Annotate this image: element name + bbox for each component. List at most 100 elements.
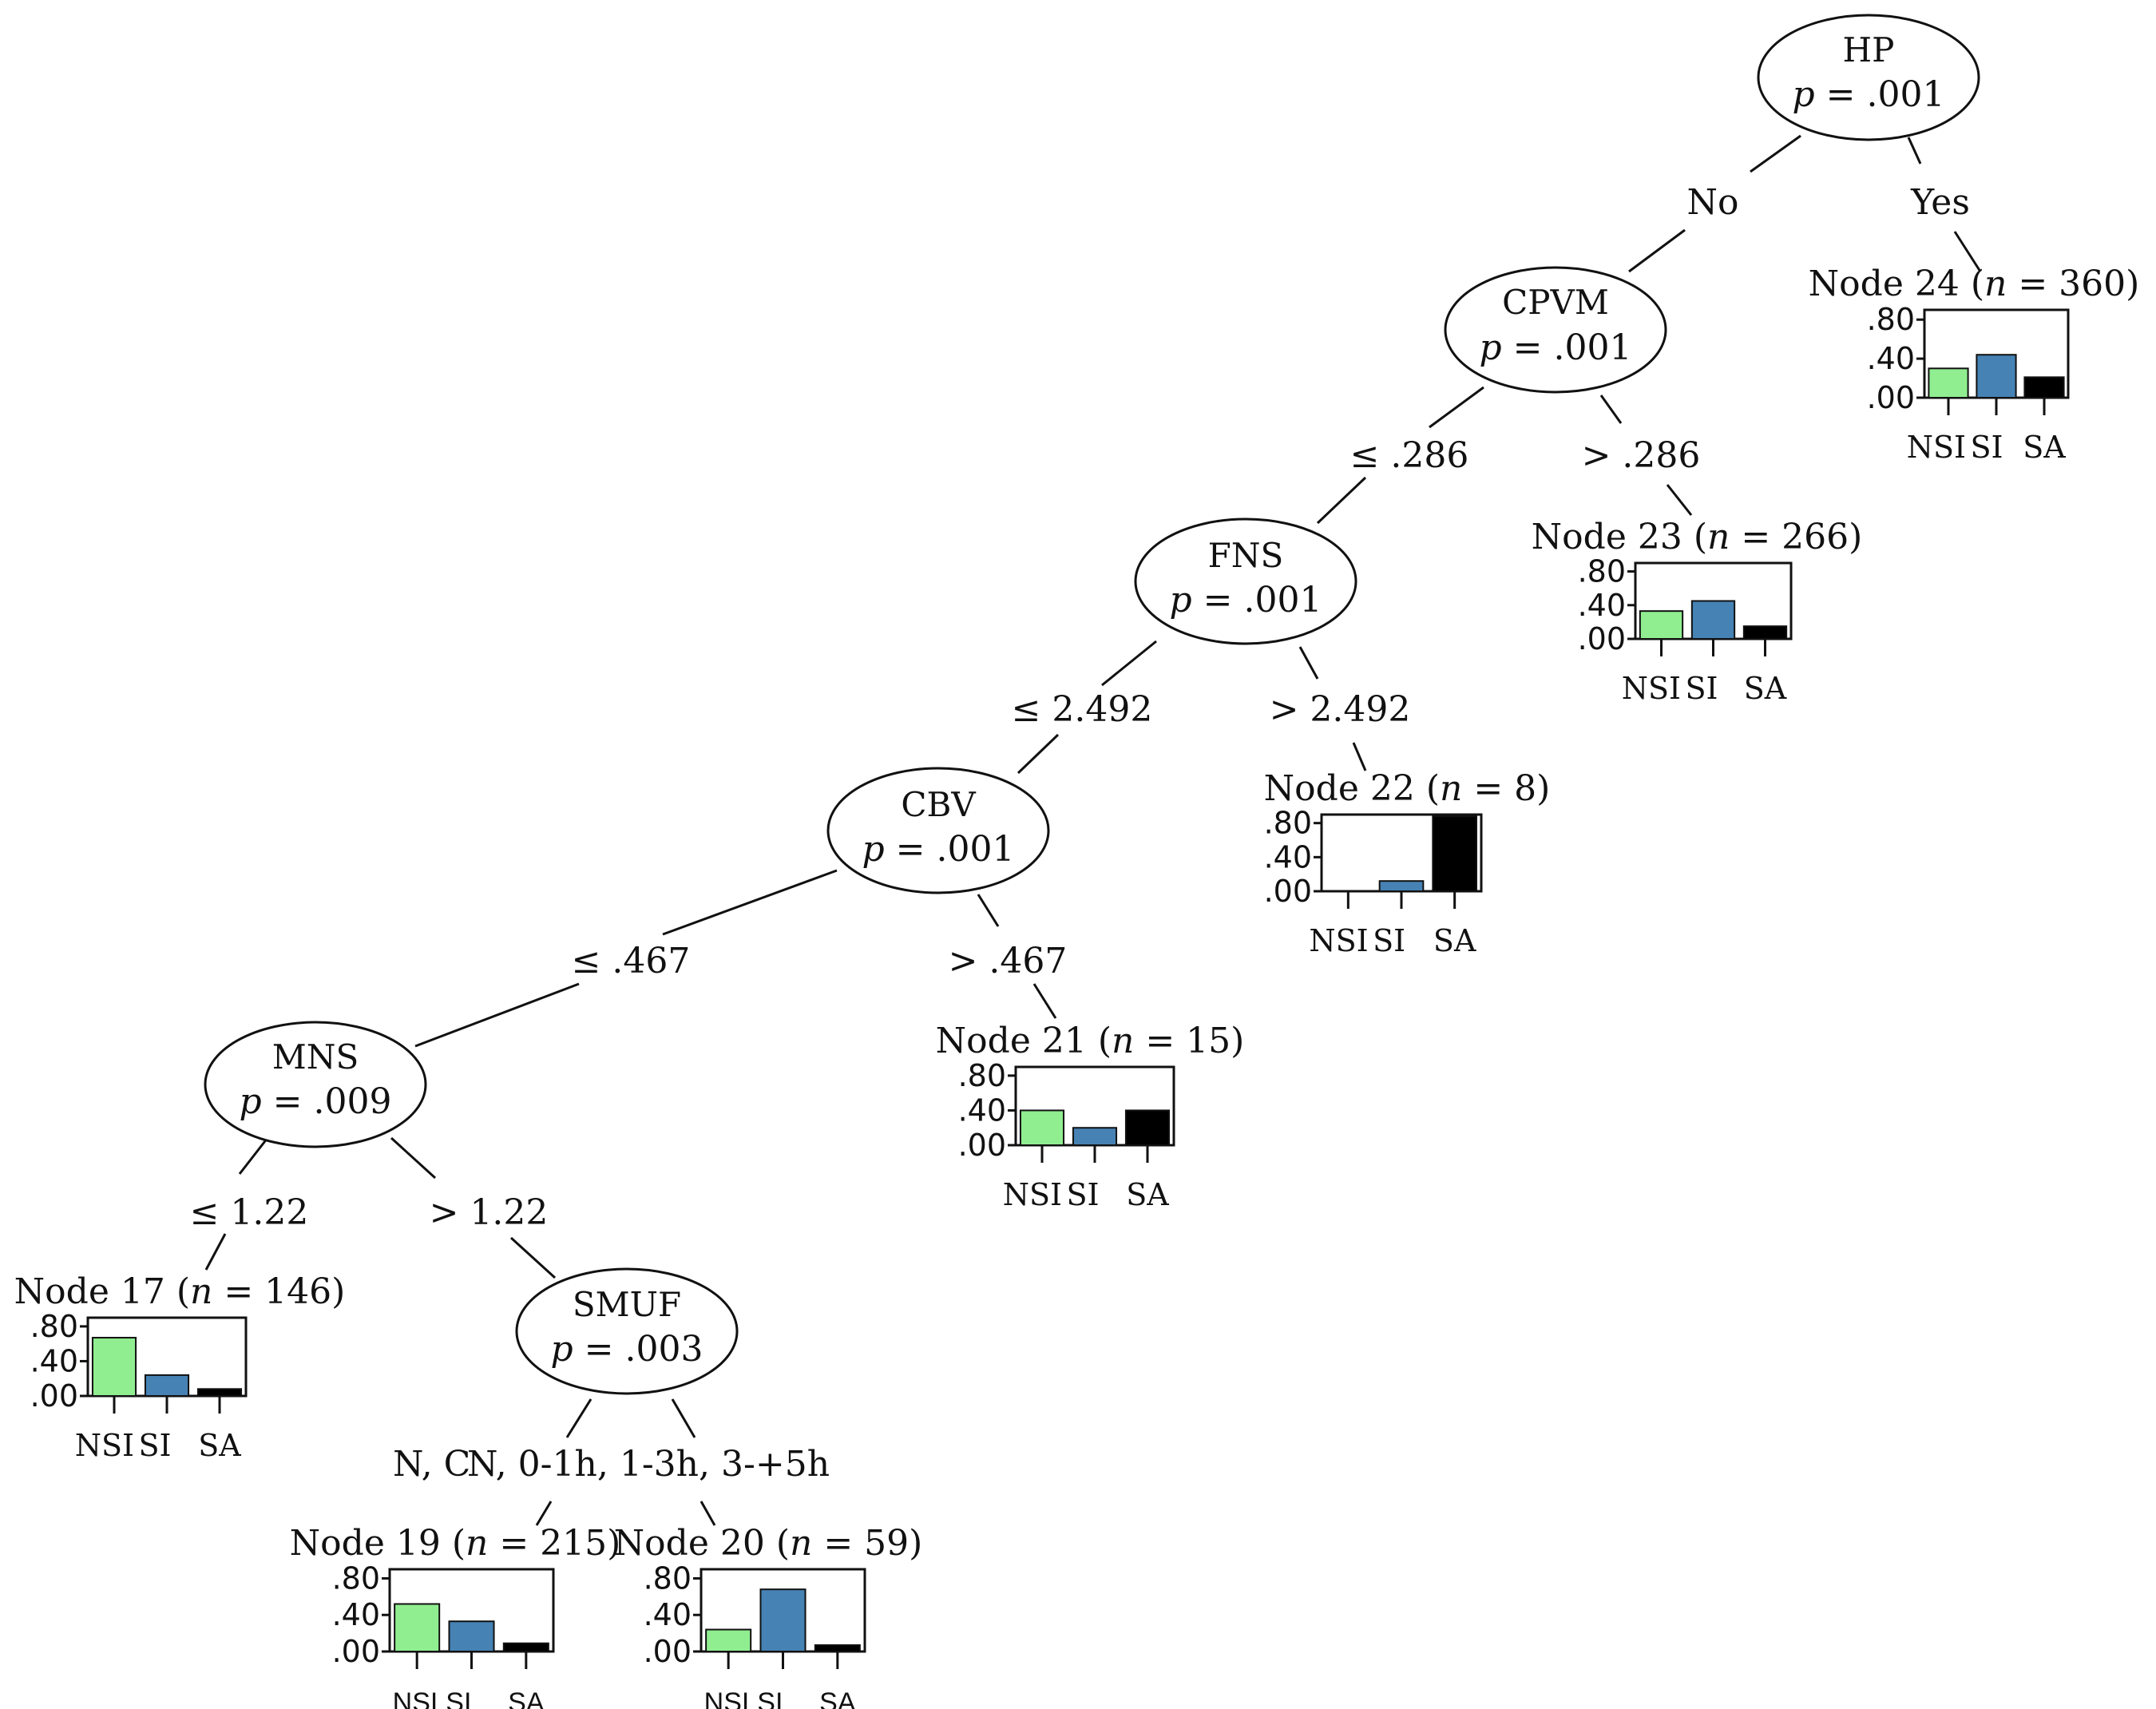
bar-si [1378,880,1425,892]
category-label-nsi: NSI [75,1428,134,1463]
y-tick-label: .00 [644,1634,692,1669]
edge-line [1429,386,1484,429]
node-cpvm-pvalue: p = .001 [1480,327,1632,368]
y-tick-label: .80 [1264,806,1312,841]
node-hp-name: HP [1843,30,1895,69]
edge-label-smuf-right: N, 0-1h, 1-3h, 3-+5h [467,1444,830,1485]
y-tick-label: .40 [644,1597,692,1632]
edge-label-mns-le: ≤ 1.22 [190,1192,309,1233]
node-hp-pvalue: p = .001 [1793,74,1945,115]
edge-line [1907,137,1922,165]
category-label-sa: SA [2023,430,2066,465]
edge-label-fns-gt: > 2.492 [1270,689,1411,730]
node-hp: HP p = .001 [1757,14,1980,141]
bar-si [1072,1127,1118,1146]
y-tick-label: .00 [30,1378,78,1414]
edge-line [1017,733,1060,775]
bar-si [448,1620,495,1652]
y-tick-label: .80 [332,1560,380,1596]
category-label-sa: SA [819,1687,856,1709]
y-tick-label: .40 [1867,341,1915,376]
node-mns-name: MNS [272,1037,359,1077]
node-mns-pvalue: p = .009 [240,1081,392,1122]
node-mns: MNS p = .009 [204,1021,427,1148]
category-label-si: SI [757,1687,783,1709]
y-tick-label: .00 [1867,380,1915,415]
bar-sa [814,1644,861,1652]
category-label-sa: SA [1744,671,1787,706]
edge-line [1032,983,1057,1019]
edge-line [390,1136,437,1180]
edge-label-cpvm-gt: > .286 [1582,435,1701,476]
category-label-sa: SA [198,1428,241,1463]
edge-label-mns-gt: > 1.22 [430,1192,549,1233]
category-label-si: SI [1373,923,1405,958]
bar-sa [196,1388,243,1398]
y-tick-label: .80 [1867,302,1915,337]
node-title: Node 19 (n = 215) [290,1523,621,1564]
category-label-si: SI [1066,1177,1099,1212]
edge-line [662,869,838,936]
category-label-nsi: NSI [393,1687,438,1709]
bar-sa [1124,1109,1171,1147]
category-label-nsi: NSI [1309,923,1368,958]
node-smuf-name: SMUF [573,1285,681,1324]
category-label-nsi: NSI [704,1687,750,1709]
y-tick-label: .00 [332,1634,380,1669]
node-fns-name: FNS [1208,536,1284,575]
node-smuf-pvalue: p = .003 [551,1329,703,1370]
bar-nsi [1019,1109,1065,1147]
node-mns-ellipse [204,1021,427,1148]
y-tick-label: .40 [1264,839,1312,874]
edge-line [671,1398,696,1438]
category-label-si: SI [138,1428,171,1463]
category-label-nsi: NSI [1622,671,1681,706]
edge-line [1953,231,1982,272]
edge-line [238,1137,269,1175]
node-fns: FNS p = .001 [1134,517,1357,645]
y-tick-label: .80 [644,1560,692,1596]
y-tick-label: .40 [1578,588,1626,623]
category-label-si: SI [1685,671,1718,706]
node-cpvm-name: CPVM [1502,283,1609,322]
edge-label-hp-yes: Yes [1910,182,1970,223]
bar-nsi [1928,367,1969,399]
edge-line [1316,476,1367,525]
bar-sa [1742,625,1788,640]
y-tick-label: .00 [958,1128,1006,1163]
y-tick-label: .80 [958,1058,1006,1093]
node-cbv-name: CBV [901,785,976,824]
y-tick-label: .80 [30,1309,78,1344]
y-tick-label: .00 [1578,621,1626,656]
node-cbv-pvalue: p = .001 [862,829,1015,870]
y-tick-label: .80 [1578,554,1626,589]
category-label-si: SI [446,1687,471,1709]
edge-line [535,1501,553,1526]
edge-label-smuf-left: N, C [393,1444,470,1485]
bar-sa [1432,815,1478,893]
edge-line [1101,640,1157,687]
bar-si [144,1374,190,1398]
node-title: Node 17 (n = 146) [14,1271,346,1312]
edge-line [414,982,580,1048]
y-tick-label: .00 [1264,874,1312,909]
edge-line [700,1501,716,1526]
edge-line [1628,228,1686,273]
bar-nsi [705,1628,752,1652]
bar-nsi [394,1603,441,1653]
edge-line [204,1233,227,1271]
connectors [204,134,1982,1526]
node-title: Node 24 (n = 360) [1809,264,2140,304]
y-tick-label: .40 [30,1343,78,1378]
category-label-sa: SA [1126,1177,1169,1212]
node-title: Node 21 (n = 15) [936,1021,1245,1061]
edge-label-cpvm-le: ≤ .286 [1350,435,1469,476]
edge-labels: No Yes ≤ .286 > .286 ≤ 2.492 > 2.492 ≤ .… [190,182,1970,1485]
